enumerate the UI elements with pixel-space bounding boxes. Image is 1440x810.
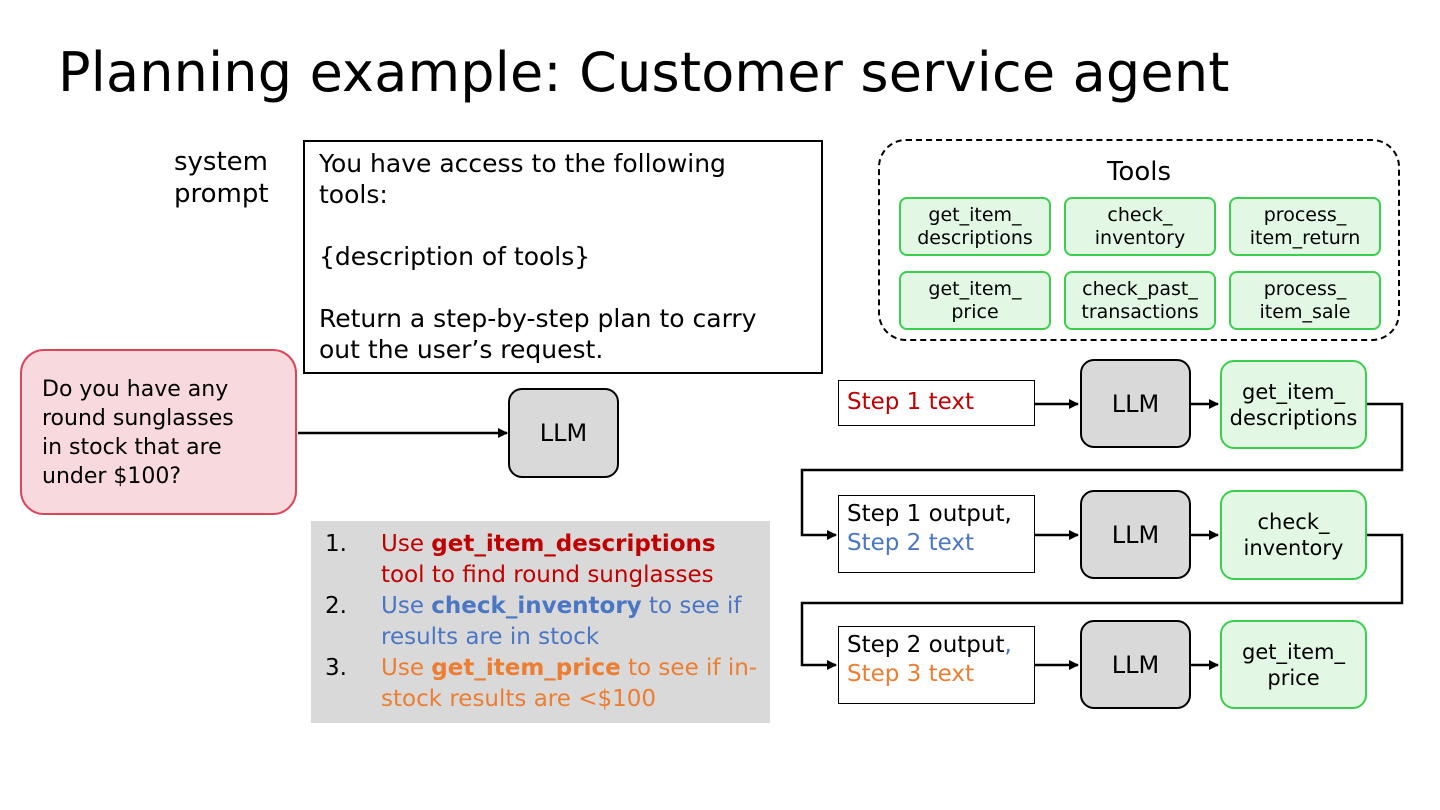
step-text: Step 2 text xyxy=(847,530,975,556)
user-query-line: round sunglasses xyxy=(42,406,234,431)
tool-process-item-sale: process_item_sale xyxy=(1229,271,1381,330)
step-2-tool: check_inventory xyxy=(1220,490,1367,580)
system-prompt-line: Return a step-by-step plan to carry xyxy=(319,304,757,333)
system-label-line2: prompt xyxy=(174,179,269,209)
system-prompt-line: {description of tools} xyxy=(319,242,591,271)
system-prompt-box: You have access to the following tools: … xyxy=(303,140,823,374)
tool-get-item-price: get_item_price xyxy=(899,271,1051,330)
user-query-line: under $100? xyxy=(42,464,182,489)
step-text: Step 3 text xyxy=(847,661,975,687)
step-1-llm: LLM xyxy=(1080,359,1191,448)
user-query-line: in stock that are xyxy=(42,435,222,460)
plan-box: 1. Use get_item_descriptions tool to fin… xyxy=(311,521,770,723)
step-output: Step 2 output xyxy=(847,632,1005,658)
step-output: Step 1 output, xyxy=(847,501,1012,527)
step-3-input: Step 2 output, Step 3 text xyxy=(838,626,1035,704)
planner-llm-box: LLM xyxy=(508,388,619,478)
step-1-tool: get_item_descriptions xyxy=(1220,360,1367,449)
system-prompt-label: system prompt xyxy=(174,146,269,210)
system-label-line1: system xyxy=(174,147,268,177)
system-prompt-line: out the user’s request. xyxy=(319,335,604,364)
plan-step-1: 1. Use get_item_descriptions tool to fin… xyxy=(325,531,716,588)
plan-step-3: 3. Use get_item_price to see if in-stock… xyxy=(325,655,758,712)
step-3-tool: get_item_price xyxy=(1220,620,1367,709)
arrow-tool1-to-step2 xyxy=(800,402,1404,540)
step-1-input: Step 1 text xyxy=(838,380,1035,426)
step-3-llm: LLM xyxy=(1080,620,1191,709)
arrow-tool2-to-step3 xyxy=(800,533,1404,670)
plan-step-2: 2. Use check_inventory to see if results… xyxy=(325,593,742,650)
plan-tool-name: check_inventory xyxy=(431,593,642,619)
tool-check-past-transactions: check_past_transactions xyxy=(1064,271,1216,330)
step-2-llm: LLM xyxy=(1080,490,1191,579)
tools-panel xyxy=(878,139,1400,341)
plan-tool-name: get_item_price xyxy=(431,655,621,681)
tools-title: Tools xyxy=(1106,157,1172,187)
plan-tool-name: get_item_descriptions xyxy=(431,531,716,557)
step-2-input: Step 1 output, Step 2 text xyxy=(838,495,1035,573)
system-prompt-line: You have access to the following xyxy=(319,149,726,178)
tool-check-inventory: check_inventory xyxy=(1064,197,1216,256)
tool-process-item-return: process_item_return xyxy=(1229,197,1381,256)
step-text: Step 1 text xyxy=(847,389,975,415)
tool-get-item-descriptions: get_item_descriptions xyxy=(899,197,1051,256)
user-query-box: Do you have any round sunglasses in stoc… xyxy=(20,349,297,515)
system-prompt-line: tools: xyxy=(319,180,388,209)
user-query-line: Do you have any xyxy=(42,377,229,402)
page-title: Planning example: Customer service agent xyxy=(58,41,1230,104)
